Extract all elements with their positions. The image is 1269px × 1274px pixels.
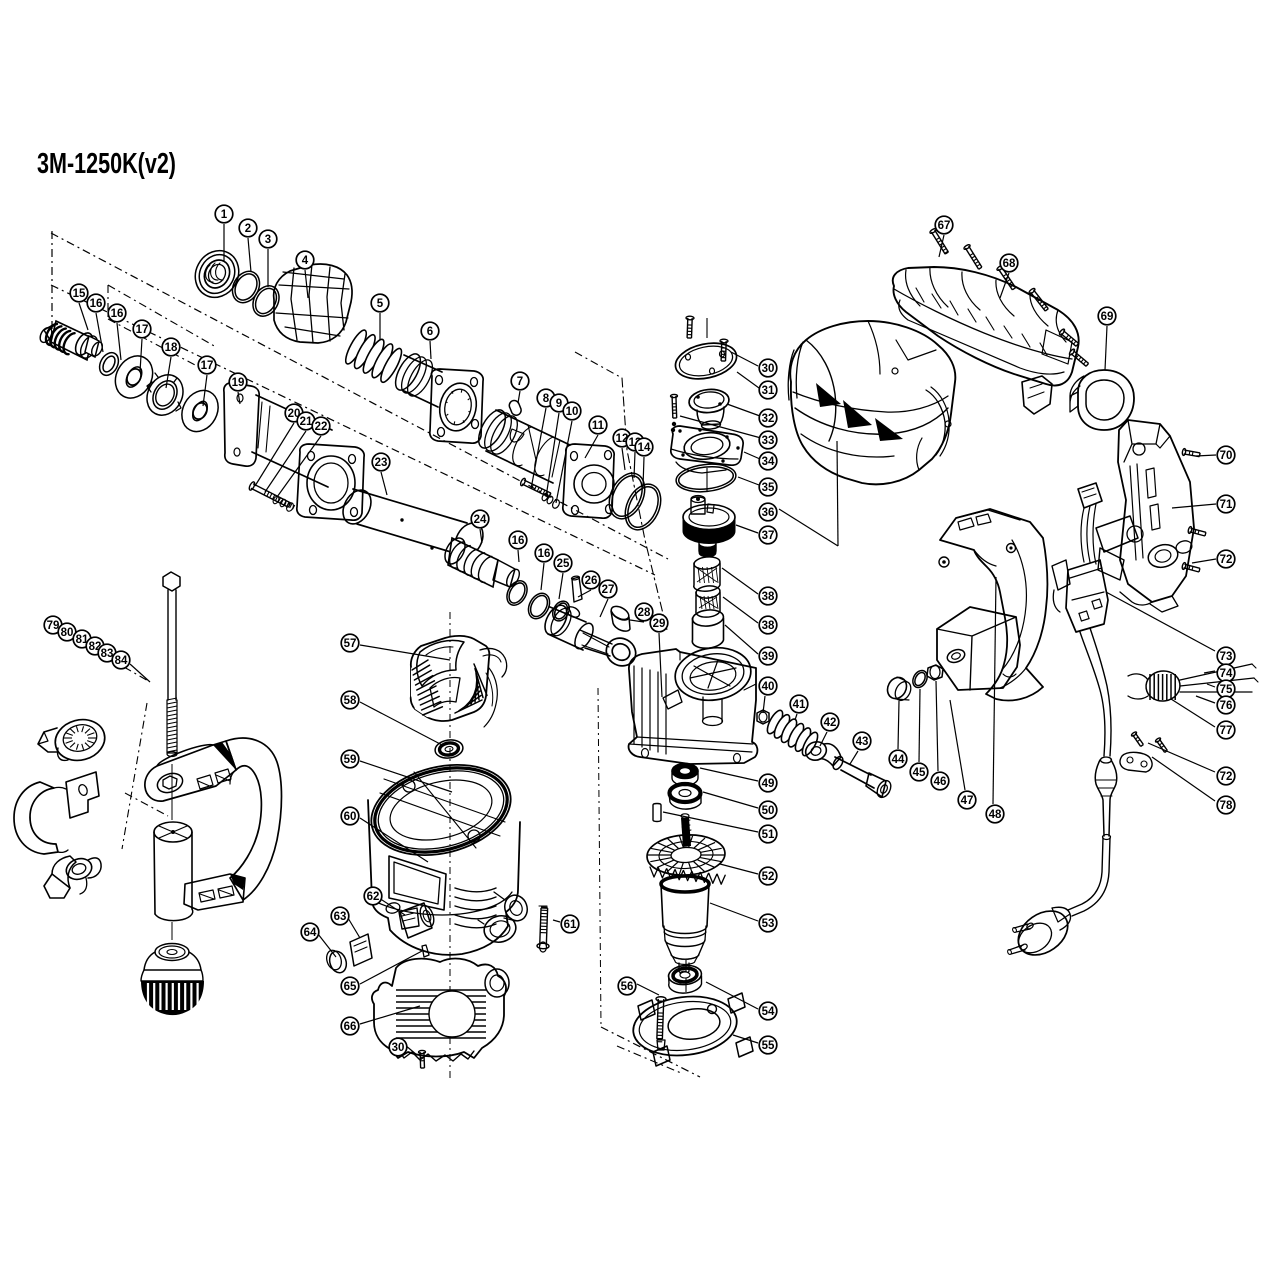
svg-text:49: 49 <box>762 778 775 790</box>
svg-text:2: 2 <box>245 223 251 235</box>
svg-text:27: 27 <box>602 584 615 596</box>
svg-text:16: 16 <box>111 308 124 320</box>
svg-text:17: 17 <box>201 360 214 372</box>
svg-text:59: 59 <box>344 754 357 766</box>
svg-text:8: 8 <box>543 393 550 405</box>
svg-text:50: 50 <box>762 805 775 817</box>
svg-text:66: 66 <box>344 1021 357 1033</box>
svg-text:78: 78 <box>1220 800 1233 812</box>
svg-text:43: 43 <box>856 736 869 748</box>
svg-text:68: 68 <box>1003 258 1016 270</box>
svg-text:54: 54 <box>762 1006 775 1018</box>
svg-text:29: 29 <box>653 618 666 630</box>
svg-text:72: 72 <box>1220 554 1233 566</box>
svg-text:28: 28 <box>638 607 651 619</box>
svg-text:30: 30 <box>762 363 775 375</box>
svg-text:42: 42 <box>824 717 837 729</box>
svg-text:64: 64 <box>304 927 317 939</box>
svg-text:25: 25 <box>557 558 570 570</box>
svg-text:55: 55 <box>762 1040 775 1052</box>
svg-text:38: 38 <box>762 591 775 603</box>
svg-text:41: 41 <box>793 699 806 711</box>
svg-text:72: 72 <box>1220 771 1233 783</box>
svg-text:53: 53 <box>762 918 775 930</box>
svg-text:77: 77 <box>1220 725 1233 737</box>
svg-text:39: 39 <box>762 651 775 663</box>
svg-text:7: 7 <box>517 376 523 388</box>
svg-text:40: 40 <box>762 681 775 693</box>
svg-text:32: 32 <box>762 413 775 425</box>
svg-text:1: 1 <box>221 209 228 221</box>
svg-text:46: 46 <box>934 776 947 788</box>
svg-text:60: 60 <box>344 811 357 823</box>
svg-text:19: 19 <box>232 377 245 389</box>
svg-text:48: 48 <box>989 809 1002 821</box>
svg-text:22: 22 <box>315 421 328 433</box>
svg-text:15: 15 <box>73 288 86 300</box>
svg-text:23: 23 <box>375 457 388 469</box>
svg-text:63: 63 <box>334 911 347 923</box>
svg-text:69: 69 <box>1101 311 1114 323</box>
svg-text:58: 58 <box>344 695 357 707</box>
svg-text:30: 30 <box>392 1042 405 1054</box>
svg-text:61: 61 <box>564 919 577 931</box>
svg-text:71: 71 <box>1220 499 1233 511</box>
svg-text:5: 5 <box>377 298 384 310</box>
svg-text:84: 84 <box>115 655 128 667</box>
svg-text:73: 73 <box>1220 651 1233 663</box>
svg-text:4: 4 <box>302 255 309 267</box>
svg-text:17: 17 <box>136 324 149 336</box>
svg-text:56: 56 <box>621 981 634 993</box>
svg-text:21: 21 <box>300 416 313 428</box>
svg-text:11: 11 <box>592 420 605 432</box>
svg-text:75: 75 <box>1220 684 1233 696</box>
svg-text:10: 10 <box>566 406 579 418</box>
svg-text:6: 6 <box>427 326 433 338</box>
svg-text:70: 70 <box>1220 450 1233 462</box>
svg-text:26: 26 <box>585 575 598 587</box>
svg-text:76: 76 <box>1220 700 1233 712</box>
svg-text:83: 83 <box>101 648 114 660</box>
svg-text:24: 24 <box>474 514 487 526</box>
svg-text:3M-1250K(v2): 3M-1250K(v2) <box>37 148 176 180</box>
svg-text:38: 38 <box>762 620 775 632</box>
svg-text:51: 51 <box>762 829 775 841</box>
svg-text:79: 79 <box>47 620 60 632</box>
svg-text:9: 9 <box>556 398 562 410</box>
svg-text:36: 36 <box>762 507 775 519</box>
svg-text:57: 57 <box>344 638 357 650</box>
svg-text:45: 45 <box>913 767 926 779</box>
svg-text:16: 16 <box>90 298 103 310</box>
svg-text:16: 16 <box>512 535 525 547</box>
svg-text:74: 74 <box>1220 668 1233 680</box>
svg-text:80: 80 <box>61 627 74 639</box>
svg-text:33: 33 <box>762 435 775 447</box>
svg-text:44: 44 <box>892 754 905 766</box>
svg-text:67: 67 <box>938 220 951 232</box>
svg-text:37: 37 <box>762 530 775 542</box>
svg-text:16: 16 <box>538 548 551 560</box>
svg-text:65: 65 <box>344 981 357 993</box>
svg-text:52: 52 <box>762 871 775 883</box>
svg-text:35: 35 <box>762 482 775 494</box>
svg-text:34: 34 <box>762 456 775 468</box>
svg-text:18: 18 <box>165 342 178 354</box>
svg-text:62: 62 <box>367 891 380 903</box>
svg-text:47: 47 <box>961 795 974 807</box>
svg-text:31: 31 <box>762 385 775 397</box>
svg-text:3: 3 <box>265 234 271 246</box>
svg-text:14: 14 <box>638 442 651 454</box>
